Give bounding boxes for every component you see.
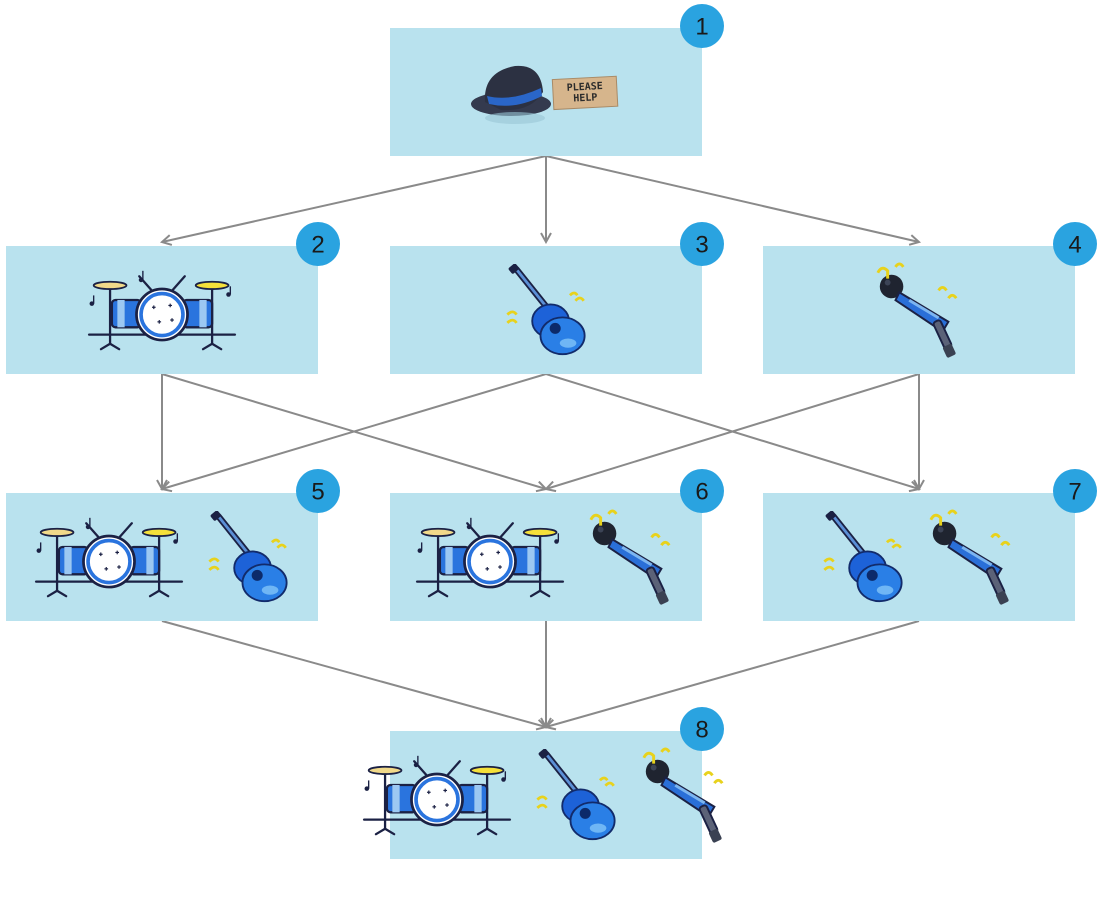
node-box [6, 493, 318, 621]
node-number: 3 [695, 232, 708, 259]
node-6: 6 [390, 469, 724, 621]
node-number-badge: 3 [680, 222, 724, 266]
edge-4-6 [546, 373, 920, 489]
node-number: 1 [695, 14, 708, 41]
edge-5-8 [161, 620, 546, 727]
edges [161, 155, 920, 727]
node-number-badge: 7 [1053, 469, 1097, 513]
edge-1-4 [545, 155, 919, 242]
node-number-badge: 4 [1053, 222, 1097, 266]
node-box [763, 493, 1075, 621]
node-2: 2 [6, 222, 340, 374]
node-number: 4 [1068, 232, 1081, 259]
sign-text: PLEASE [566, 81, 603, 94]
edge-3-5 [162, 373, 547, 489]
node-number-badge: 6 [680, 469, 724, 513]
node-number-badge: 8 [680, 707, 724, 751]
node-number: 7 [1068, 479, 1081, 506]
node-number: 8 [695, 717, 708, 744]
node-number: 5 [311, 479, 324, 506]
node-number-badge: 2 [296, 222, 340, 266]
node-3: 3 [390, 222, 724, 374]
node-box [390, 28, 702, 156]
node-box [390, 493, 702, 621]
sign-text: HELP [573, 92, 598, 104]
node-5: 5 [6, 469, 340, 621]
node-4: 4 [763, 222, 1097, 374]
edge-1-2 [162, 155, 547, 242]
node-number-badge: 1 [680, 4, 724, 48]
node-number-badge: 5 [296, 469, 340, 513]
node-number: 2 [311, 232, 324, 259]
node-number: 6 [695, 479, 708, 506]
edge-7-8 [546, 620, 920, 727]
node-8: 8 [362, 707, 724, 859]
node-7: 7 [763, 469, 1097, 621]
